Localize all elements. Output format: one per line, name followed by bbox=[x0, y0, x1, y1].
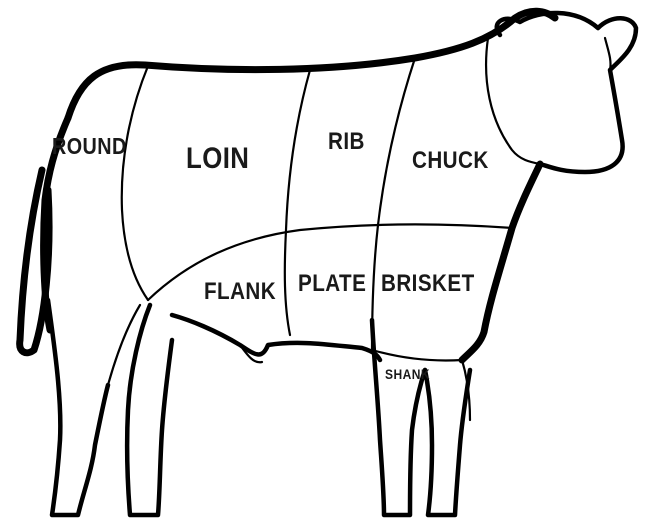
rib-chuck-divider bbox=[372, 58, 415, 350]
cut-label-brisket: BRISKET bbox=[381, 270, 475, 298]
front-leg-2-outline bbox=[425, 370, 470, 515]
head-outline bbox=[497, 13, 636, 172]
cut-label-round: ROUND bbox=[52, 133, 127, 160]
ear-outline bbox=[605, 38, 611, 70]
neck-divider bbox=[486, 38, 540, 164]
rear-leg-outline bbox=[48, 300, 108, 515]
cut-label-chuck: CHUCK bbox=[412, 147, 489, 175]
cut-label-loin: LOIN bbox=[186, 142, 249, 176]
cut-label-plate: PLATE bbox=[298, 270, 366, 298]
cut-label-rib: RIB bbox=[328, 128, 365, 156]
front-leg-outline bbox=[372, 320, 425, 515]
belly-outline bbox=[172, 315, 380, 360]
throat-outline bbox=[462, 164, 540, 360]
round-loin-divider bbox=[122, 66, 148, 300]
rear-leg-inner bbox=[108, 305, 140, 385]
back-outline bbox=[68, 11, 555, 118]
rear-leg-2-outline bbox=[127, 305, 172, 515]
cut-label-flank: FLANK bbox=[204, 278, 276, 306]
shank-divider bbox=[372, 350, 462, 361]
cut-label-shank: SHANK bbox=[385, 366, 430, 382]
